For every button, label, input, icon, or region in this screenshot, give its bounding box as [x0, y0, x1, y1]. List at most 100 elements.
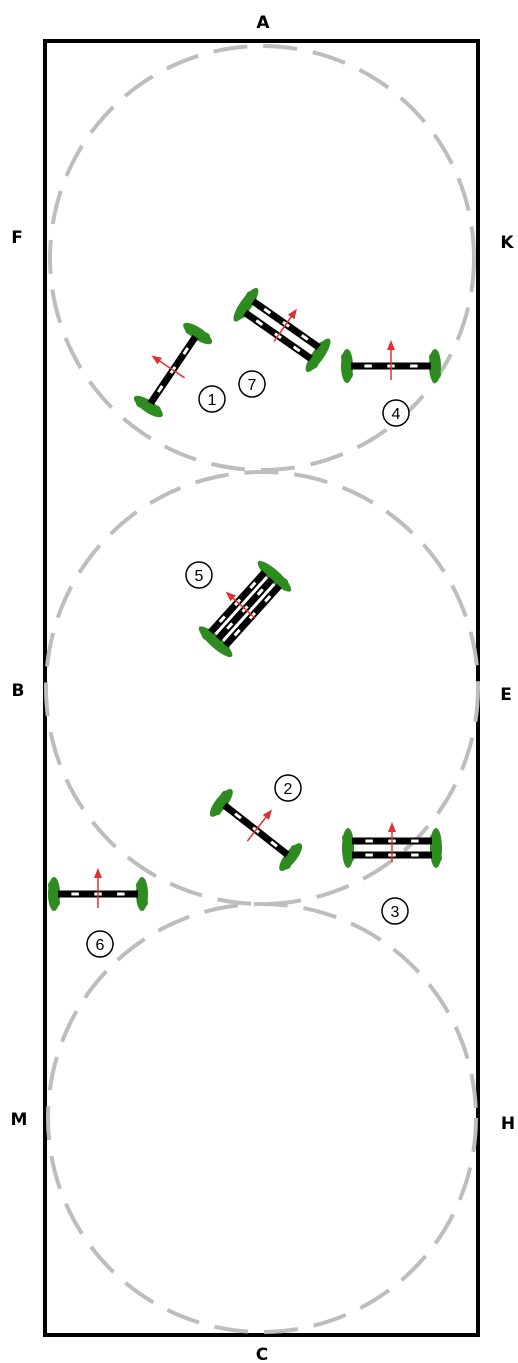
jump-number-1: 1 — [198, 385, 226, 413]
jump-number-6: 6 — [86, 930, 114, 958]
jump-standard — [305, 338, 331, 372]
pole-stripe — [256, 588, 264, 596]
jump-standard — [198, 626, 233, 658]
circle-path-top — [48, 44, 476, 472]
direction-arrowhead — [225, 591, 236, 602]
svg-text:6: 6 — [96, 937, 105, 954]
jump-standard — [430, 828, 442, 868]
jump-3-oxer — [342, 822, 442, 868]
jump-5-triple-bar — [198, 560, 292, 658]
jump-7-oxer — [233, 288, 331, 372]
jump-standard-knob — [239, 310, 247, 319]
jump-number-5: 5 — [185, 561, 213, 589]
pole-stripe — [234, 812, 242, 820]
letter-e: E — [500, 685, 512, 705]
direction-arrowhead — [287, 308, 297, 320]
jump-standard-knob — [215, 807, 222, 816]
jump-standard-knob — [153, 405, 161, 413]
letter-m: M — [11, 1110, 28, 1130]
direction-arrow — [155, 358, 186, 379]
circle-path-bottom — [46, 902, 478, 1334]
svg-text:5: 5 — [195, 568, 204, 585]
jump-6-vertical — [48, 868, 148, 911]
pole-stripe — [270, 840, 278, 848]
pole-stripe — [365, 839, 373, 843]
jump-standard-knob — [281, 577, 289, 585]
jump-1-vertical — [133, 322, 213, 418]
jump-number-3: 3 — [381, 897, 409, 925]
jump-standard — [342, 828, 354, 868]
jump-standard — [257, 560, 292, 592]
direction-arrow — [246, 813, 269, 842]
direction-arrowhead — [387, 340, 395, 350]
letter-b: B — [12, 681, 25, 701]
pole-stripe — [182, 347, 190, 355]
jump-standard-knob — [317, 341, 325, 350]
pole-stripe — [233, 628, 241, 637]
jump-standard-knob — [185, 327, 193, 335]
jump-number-4: 4 — [382, 399, 410, 427]
pole-stripe — [292, 345, 301, 353]
jump-standard-knob — [435, 370, 441, 379]
arena-border — [43, 39, 480, 1337]
pole-stripe — [226, 622, 234, 630]
pole-stripe — [364, 364, 372, 368]
svg-text:3: 3 — [391, 904, 400, 921]
jump-standard-knob — [48, 881, 54, 890]
jump-standard-knob — [220, 790, 228, 799]
jump-standard-knob — [202, 332, 211, 340]
jump-number-7: 7 — [238, 370, 266, 398]
jump-standard — [279, 843, 303, 871]
letter-h: H — [501, 1114, 515, 1134]
pole-stripe — [263, 307, 272, 315]
letter-k: K — [500, 233, 514, 253]
direction-arrowhead — [388, 822, 396, 832]
jump-standard — [183, 322, 213, 345]
pole-stripe — [410, 364, 418, 368]
letter-c: C — [256, 1345, 268, 1363]
pole-stripe — [411, 839, 419, 843]
svg-text:7: 7 — [248, 377, 257, 394]
direction-arrowhead — [94, 868, 102, 878]
jump-standard-knob — [136, 881, 142, 890]
jump-2-vertical — [209, 789, 303, 871]
jump-standard-knob — [347, 370, 353, 379]
pole-stripe — [71, 892, 79, 896]
direction-arrowhead — [151, 355, 162, 365]
jump-standard-knob — [436, 854, 442, 862]
jump-standard-knob — [341, 353, 347, 362]
direction-arrow — [273, 313, 295, 342]
jump-standard-knob — [245, 291, 253, 299]
letter-a: A — [256, 13, 270, 33]
pole-stripe — [255, 319, 264, 326]
direction-arrowhead — [262, 809, 273, 820]
pole-stripe — [300, 334, 309, 341]
jump-standard — [133, 395, 163, 418]
svg-text:1: 1 — [208, 392, 217, 409]
pole-stripe — [411, 853, 419, 857]
jump-standard-knob — [429, 353, 435, 362]
jump-standard-knob — [290, 844, 297, 853]
jump-number-2: 2 — [274, 774, 302, 802]
jump-standard — [233, 288, 259, 322]
jump-standard-knob — [135, 400, 144, 408]
pole-stripe — [156, 385, 164, 393]
jump-standard-knob — [201, 633, 209, 641]
svg-text:2: 2 — [284, 781, 293, 798]
jump-4-vertical — [341, 340, 441, 383]
jump-standard-knob — [284, 861, 292, 870]
circle-path-middle — [44, 470, 480, 906]
letter-f: F — [11, 228, 23, 248]
pole-stripe — [264, 594, 272, 603]
jump-standard — [209, 789, 233, 817]
direction-arrow — [229, 595, 256, 619]
jump-standard-knob — [342, 834, 348, 842]
jump-standard-knob — [142, 898, 148, 907]
jump-standard-knob — [311, 361, 319, 369]
pole-stripe — [117, 892, 125, 896]
svg-text:4: 4 — [392, 406, 401, 423]
jump-standard-knob — [54, 898, 60, 907]
pole-stripe — [365, 853, 373, 857]
